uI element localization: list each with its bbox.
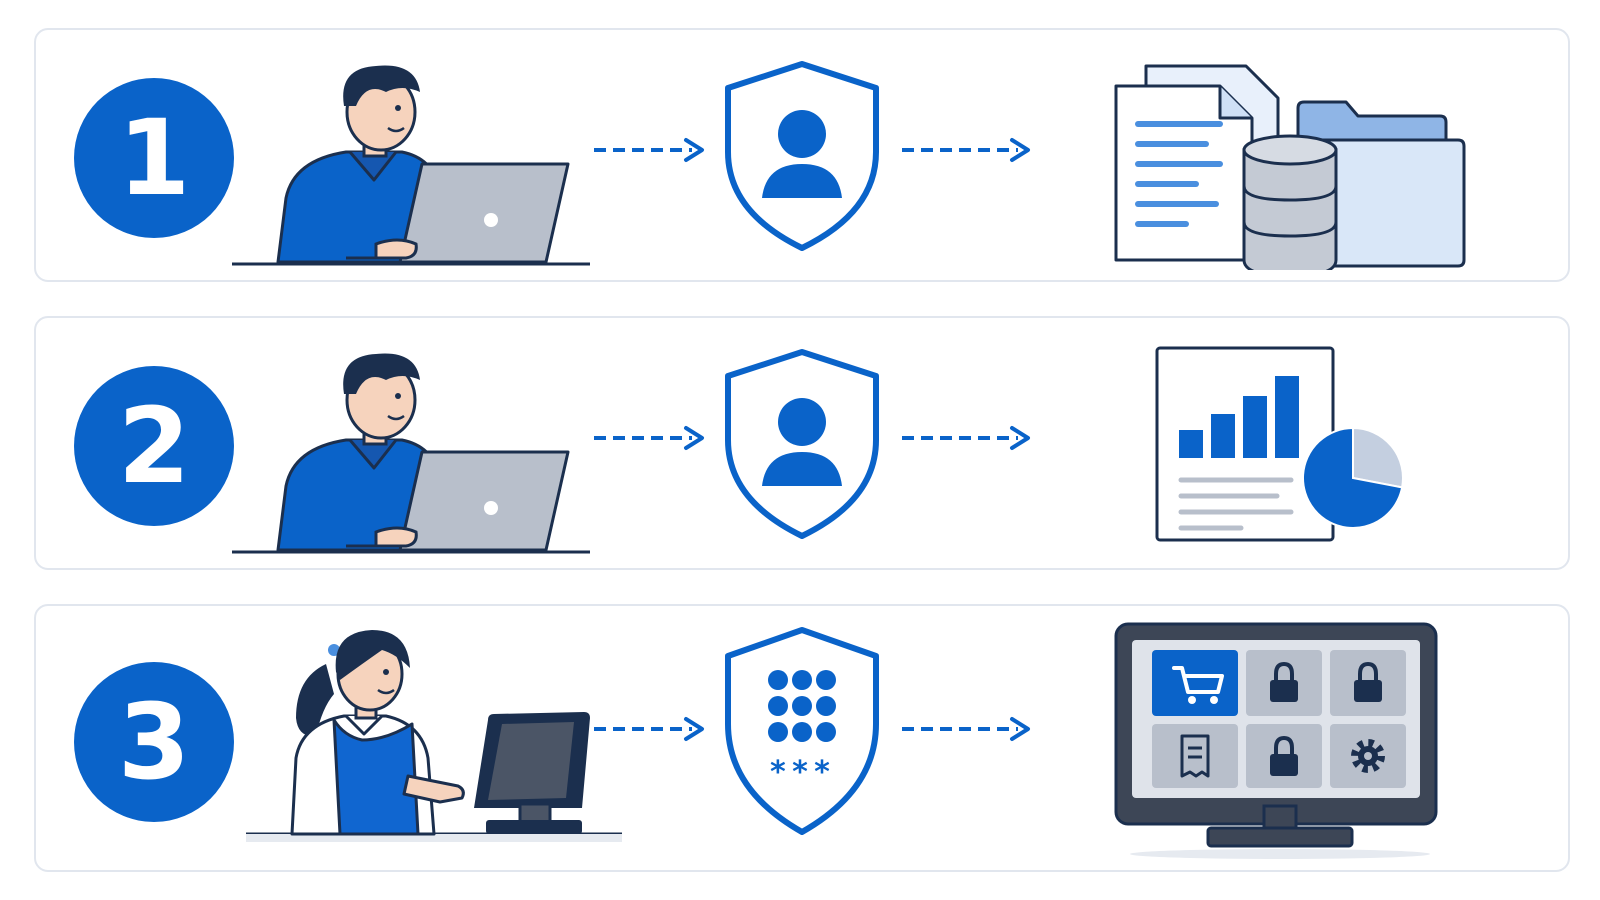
flow-arrow-icon [902, 426, 1030, 450]
pin-shield-icon: *** [725, 627, 879, 835]
analytics-report-icon [1155, 346, 1404, 542]
flow-arrow-icon [902, 138, 1030, 162]
step-number-badge: 3 [74, 662, 234, 822]
locked-tile [1330, 650, 1406, 716]
locked-tile [1246, 650, 1322, 716]
flow-arrow-icon [902, 717, 1030, 741]
step-row-2: 2 [34, 316, 1570, 570]
locked-tile [1246, 724, 1322, 788]
step-number-badge: 2 [74, 366, 234, 526]
settings-tile [1330, 724, 1406, 788]
receipt-tile [1152, 724, 1238, 788]
user-shield-icon [725, 61, 879, 251]
pin-mask-text: *** [769, 755, 835, 790]
documents-database-folder-icon [1114, 64, 1466, 270]
step-row-1: 1 [34, 28, 1570, 282]
user-shield-icon [725, 349, 879, 539]
flow-arrow-icon [594, 138, 704, 162]
pos-terminal-icon [1114, 622, 1438, 859]
flow-arrow-icon [594, 717, 704, 741]
cashier-at-terminal-icon [246, 630, 622, 842]
step-row-3: 3 *** [34, 604, 1570, 872]
step-number-badge: 1 [74, 78, 234, 238]
person-at-laptop-icon [232, 353, 590, 554]
cart-tile[interactable] [1152, 650, 1238, 716]
flow-arrow-icon [594, 426, 704, 450]
person-at-laptop-icon [232, 65, 590, 266]
